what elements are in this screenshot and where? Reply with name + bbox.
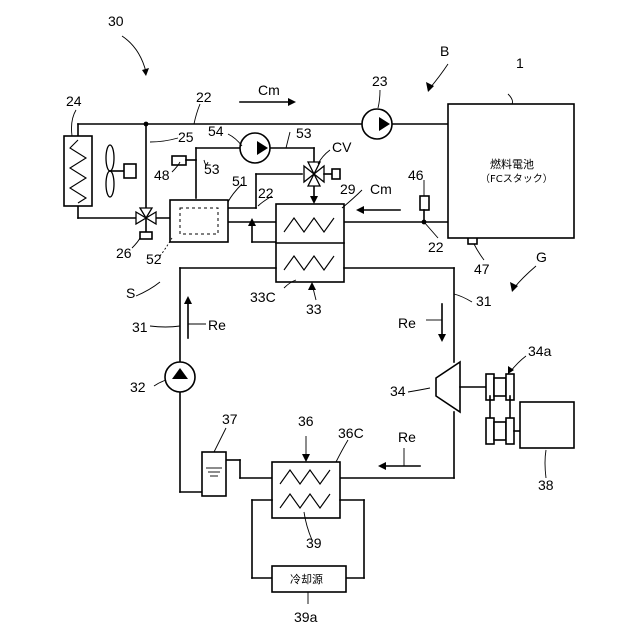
label-24: 24	[66, 93, 82, 109]
label-30: 30	[108, 13, 124, 29]
fuel-cell-stack[interactable]: 燃料電池 （FCスタック）	[448, 104, 574, 238]
fan-motor	[124, 164, 136, 178]
three-way-valve-26	[136, 208, 156, 239]
label-33: 33	[306, 301, 322, 317]
motor-38	[520, 402, 574, 448]
flow-label-cm-top: Cm	[258, 82, 280, 98]
fc-stack-body	[448, 104, 574, 238]
label-22-right: 22	[428, 239, 444, 255]
flow-arrowhead	[310, 196, 318, 204]
fan-blade-bottom	[106, 171, 114, 197]
label-23: 23	[372, 73, 388, 89]
accumulator-37	[202, 452, 226, 496]
flow-label-re-bottom: Re	[398, 429, 416, 445]
label-47: 47	[474, 261, 490, 277]
turbine-34	[436, 362, 520, 444]
label-36c: 36C	[338, 425, 364, 441]
fc-stack-title: 燃料電池	[490, 157, 534, 171]
label-53-right: 53	[296, 125, 312, 141]
label-54: 54	[208, 123, 224, 139]
label-36: 36	[298, 413, 314, 429]
flow-label-re-right: Re	[398, 315, 416, 331]
heat-exchanger-33	[276, 204, 344, 282]
label-25: 25	[178, 129, 194, 145]
label-39: 39	[306, 535, 322, 551]
label-53-left: 53	[204, 161, 220, 177]
label-33c: 33C	[250, 289, 276, 305]
label-32: 32	[130, 379, 146, 395]
unit-51-body	[170, 200, 228, 242]
label-48: 48	[154, 167, 170, 183]
label-26: 26	[116, 245, 132, 261]
label-g: G	[536, 249, 547, 265]
radiator-24	[64, 136, 136, 206]
label-b: B	[440, 43, 449, 59]
fc-stack-subtitle: （FCスタック）	[480, 173, 553, 185]
label-37: 37	[222, 411, 238, 427]
label-22-top: 22	[196, 89, 212, 105]
label-29: 29	[340, 181, 356, 197]
label-s: S	[126, 285, 135, 301]
label-1: 1	[516, 55, 524, 71]
label-46: 46	[408, 167, 424, 183]
label-31-right: 31	[476, 293, 492, 309]
fan-blade-top	[106, 145, 114, 171]
flow-label-cm-right: Cm	[370, 181, 392, 197]
flow-label-re-left: Re	[208, 317, 226, 333]
label-cv: CV	[332, 139, 352, 155]
label-34: 34	[390, 383, 406, 399]
label-38: 38	[538, 477, 554, 493]
pump-32	[165, 362, 195, 392]
control-valve-cv	[304, 162, 340, 186]
label-39a: 39a	[294, 609, 318, 625]
pump-23	[362, 109, 392, 139]
label-31-left: 31	[132, 319, 148, 335]
sensor-46	[420, 196, 429, 210]
unit-51-52	[170, 200, 228, 242]
heat-exchanger-36	[272, 462, 340, 518]
junction-node	[144, 122, 149, 127]
label-22-mid: 22	[258, 185, 274, 201]
radiator-body	[64, 136, 92, 206]
cooling-source-label: 冷却源	[290, 572, 323, 586]
label-34a: 34a	[528, 343, 552, 359]
pump-54	[240, 133, 270, 163]
label-52: 52	[146, 251, 162, 267]
leader-22	[424, 222, 438, 238]
label-51: 51	[232, 173, 248, 189]
